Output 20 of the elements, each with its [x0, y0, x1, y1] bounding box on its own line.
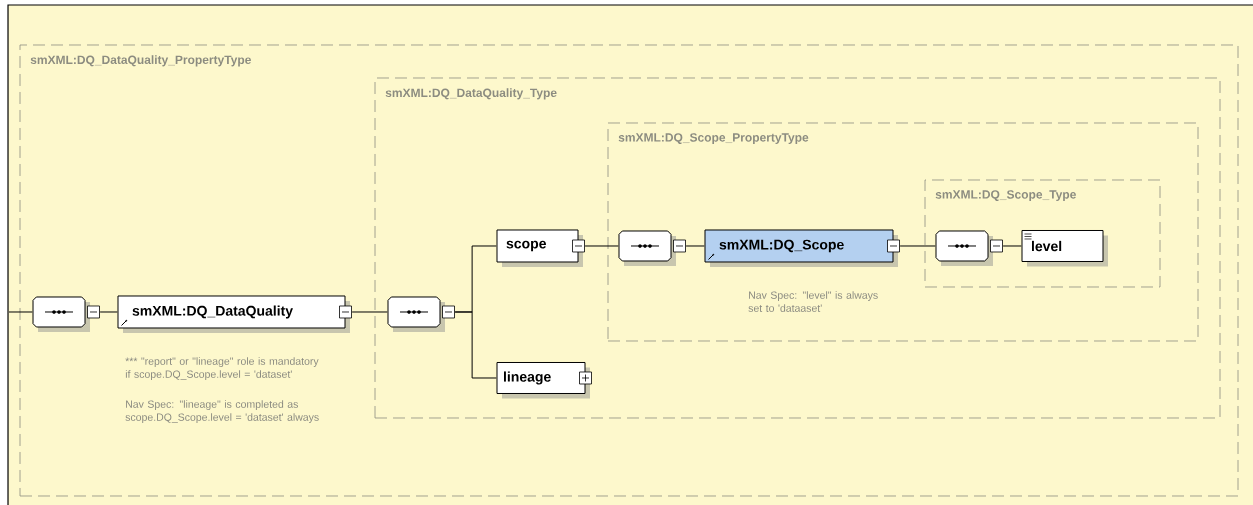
- annotation-text: Nav Spec: "lineage" is completed as scope.DQ_Scope.level = 'dataset' always: [125, 400, 319, 423]
- annotation-text: Nav Spec: "level" is always set to 'dataaset': [748, 291, 878, 312]
- element-box: lineage: [496, 362, 592, 399]
- element-box: scope: [496, 229, 585, 267]
- element-box: smXML:DQ_Scope: [704, 229, 900, 267]
- sequence-octagon: [618, 230, 686, 266]
- element-box: level: [1021, 230, 1108, 267]
- connector-line: [584, 245, 619, 247]
- sequence-octagon: [387, 296, 455, 332]
- element-box: smXML:DQ_DataQuality: [117, 295, 352, 333]
- connector-line: [351, 311, 388, 313]
- connector-line: [899, 245, 936, 247]
- connector-line: [454, 311, 497, 379]
- connector-line: [685, 245, 705, 247]
- connector-line: [99, 311, 118, 313]
- annotation-text: *** "report" or "lineage" role is mandatory if scope.DQ_Scope.level = 'dataset': [125, 357, 319, 380]
- connector-line: [8, 311, 33, 313]
- sequence-octagon: [935, 230, 1003, 266]
- connector-line: [1002, 245, 1022, 247]
- sequence-octagon: [32, 296, 100, 332]
